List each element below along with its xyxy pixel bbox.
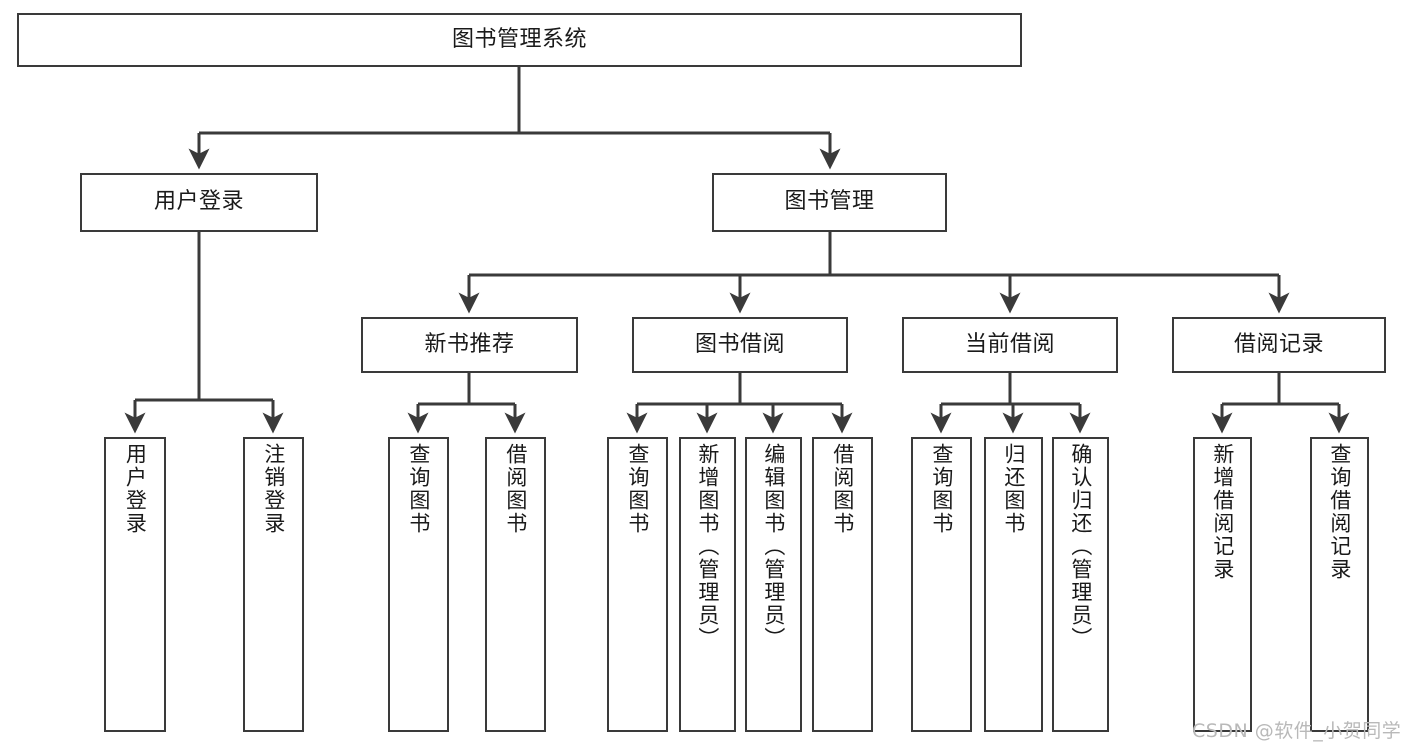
leaf-query-book-borrow-label: 查询图书 (625, 443, 650, 535)
node-borrow-record-label: 借阅记录 (1233, 331, 1324, 357)
node-user-login-label: 用户登录 (153, 189, 244, 215)
node-book-borrow-label: 图书借阅 (694, 331, 785, 357)
leaf-edit-book-label: 编辑图书（管理员） (761, 443, 786, 650)
leaf-add-book-label: 新增图书（管理员） (695, 443, 720, 650)
leaf-user-login[interactable]: 用户登录 (104, 437, 166, 732)
leaf-return-book-label: 归还图书 (1001, 443, 1026, 535)
node-borrow-record[interactable]: 借阅记录 (1172, 317, 1386, 373)
leaf-borrow-book[interactable]: 借阅图书 (812, 437, 873, 732)
leaf-query-book-borrow[interactable]: 查询图书 (607, 437, 668, 732)
leaf-add-record[interactable]: 新增借阅记录 (1193, 437, 1252, 732)
leaf-query-book-cur-label: 查询图书 (929, 443, 954, 535)
node-root-label: 图书管理系统 (451, 26, 587, 52)
node-new-book-rec-label: 新书推荐 (424, 331, 515, 357)
node-user-login[interactable]: 用户登录 (80, 173, 318, 232)
leaf-query-record[interactable]: 查询借阅记录 (1310, 437, 1369, 732)
node-root[interactable]: 图书管理系统 (17, 13, 1022, 67)
leaf-query-book-cur[interactable]: 查询图书 (911, 437, 972, 732)
node-book-manage[interactable]: 图书管理 (712, 173, 947, 232)
leaf-borrow-book-label: 借阅图书 (830, 443, 855, 535)
leaf-add-record-label: 新增借阅记录 (1210, 443, 1235, 581)
node-book-borrow[interactable]: 图书借阅 (632, 317, 848, 373)
node-current-borrow-label: 当前借阅 (964, 331, 1055, 357)
leaf-logout-label: 注销登录 (261, 443, 286, 535)
leaf-borrow-book-rec[interactable]: 借阅图书 (485, 437, 546, 732)
node-new-book-rec[interactable]: 新书推荐 (361, 317, 578, 373)
leaf-query-book-rec-label: 查询图书 (406, 443, 431, 535)
leaf-confirm-return[interactable]: 确认归还（管理员） (1052, 437, 1109, 732)
leaf-query-book-rec[interactable]: 查询图书 (388, 437, 449, 732)
leaf-query-record-label: 查询借阅记录 (1327, 443, 1352, 581)
leaf-user-login-label: 用户登录 (123, 443, 148, 535)
leaf-logout[interactable]: 注销登录 (243, 437, 304, 732)
node-current-borrow[interactable]: 当前借阅 (902, 317, 1118, 373)
leaf-edit-book[interactable]: 编辑图书（管理员） (745, 437, 802, 732)
node-book-manage-label: 图书管理 (784, 189, 875, 215)
leaf-borrow-book-rec-label: 借阅图书 (503, 443, 528, 535)
leaf-return-book[interactable]: 归还图书 (984, 437, 1043, 732)
leaf-add-book[interactable]: 新增图书（管理员） (679, 437, 736, 732)
leaf-confirm-return-label: 确认归还（管理员） (1068, 443, 1093, 650)
csdn-watermark: CSDN @软件_小贺同学 (1192, 720, 1402, 742)
